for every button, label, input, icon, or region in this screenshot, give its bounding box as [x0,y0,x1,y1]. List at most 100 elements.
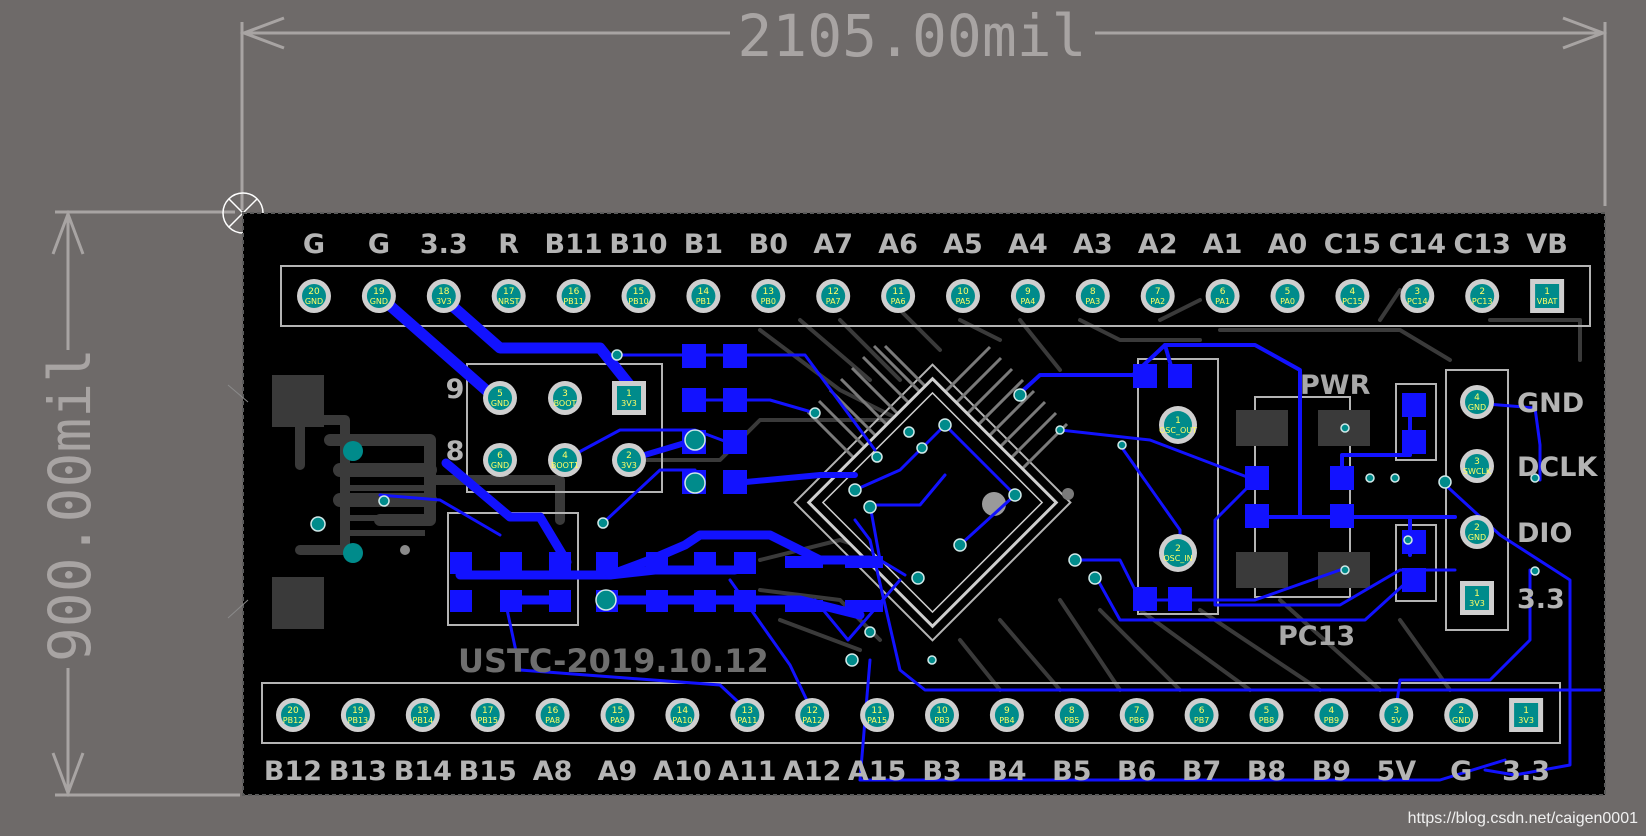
pin-net: PB8 [1259,716,1274,725]
pin-net: PB12 [283,716,304,725]
silk-label: A0 [1268,229,1308,260]
pin-net: 5V [1391,716,1402,725]
silk-label: A4 [1008,229,1048,260]
pin-net: GND [1468,533,1486,542]
pin-number: 10 [936,706,948,716]
pin-number: 4 [562,451,568,461]
pin-number: 8 [1090,287,1096,297]
pwr-label: PWR [1300,370,1371,401]
height-dimension-label: 900.00mil [36,348,104,662]
pin-net: PA11 [737,716,757,725]
pin-number: 9 [1004,706,1010,716]
pin-pad[interactable]: 35V [1379,698,1414,732]
pin-number: 16 [568,287,580,297]
pin-net: BOOT [554,399,577,408]
pin-net: GND [305,297,323,306]
pin-number: 1 [1175,416,1181,426]
pin-net: PA0 [1280,297,1295,306]
pin-net: VBAT [1537,297,1558,306]
silk-label: B9 [1312,756,1351,787]
silk-label: B6 [1117,756,1156,787]
pin-number: 8 [1069,706,1075,716]
pin-number: 16 [547,706,559,716]
pin-net: PA9 [610,716,625,725]
pin-number: 5 [1285,287,1291,297]
pin-number: 3 [562,389,568,399]
silk-label: C15 [1324,229,1381,260]
silk-label: DCLK [1517,452,1598,483]
pin-net: GND [1452,716,1470,725]
pin-net: PB11 [563,297,584,306]
watermark-url: https://blog.csdn.net/caigen0001 [1407,810,1638,827]
pin-net: PA15 [867,716,887,725]
silk-label: B3 [922,756,961,787]
pin-number: 4 [1474,393,1480,403]
pin-net: GND [370,297,388,306]
silk-label: A2 [1138,229,1178,260]
pin-net: OSC_OUT [1159,426,1197,435]
silk-label: B7 [1182,756,1221,787]
pin-number: 14 [677,706,689,716]
silk-label: C14 [1389,229,1446,260]
pin-net: SWCLK [1463,467,1492,476]
pin-net: PA2 [1150,297,1165,306]
pin-net: PA4 [1020,297,1035,306]
silk-label: A7 [813,229,853,260]
pin-net: PB14 [413,716,434,725]
pin-net: PB4 [999,716,1014,725]
silk-label: B15 [459,756,517,787]
